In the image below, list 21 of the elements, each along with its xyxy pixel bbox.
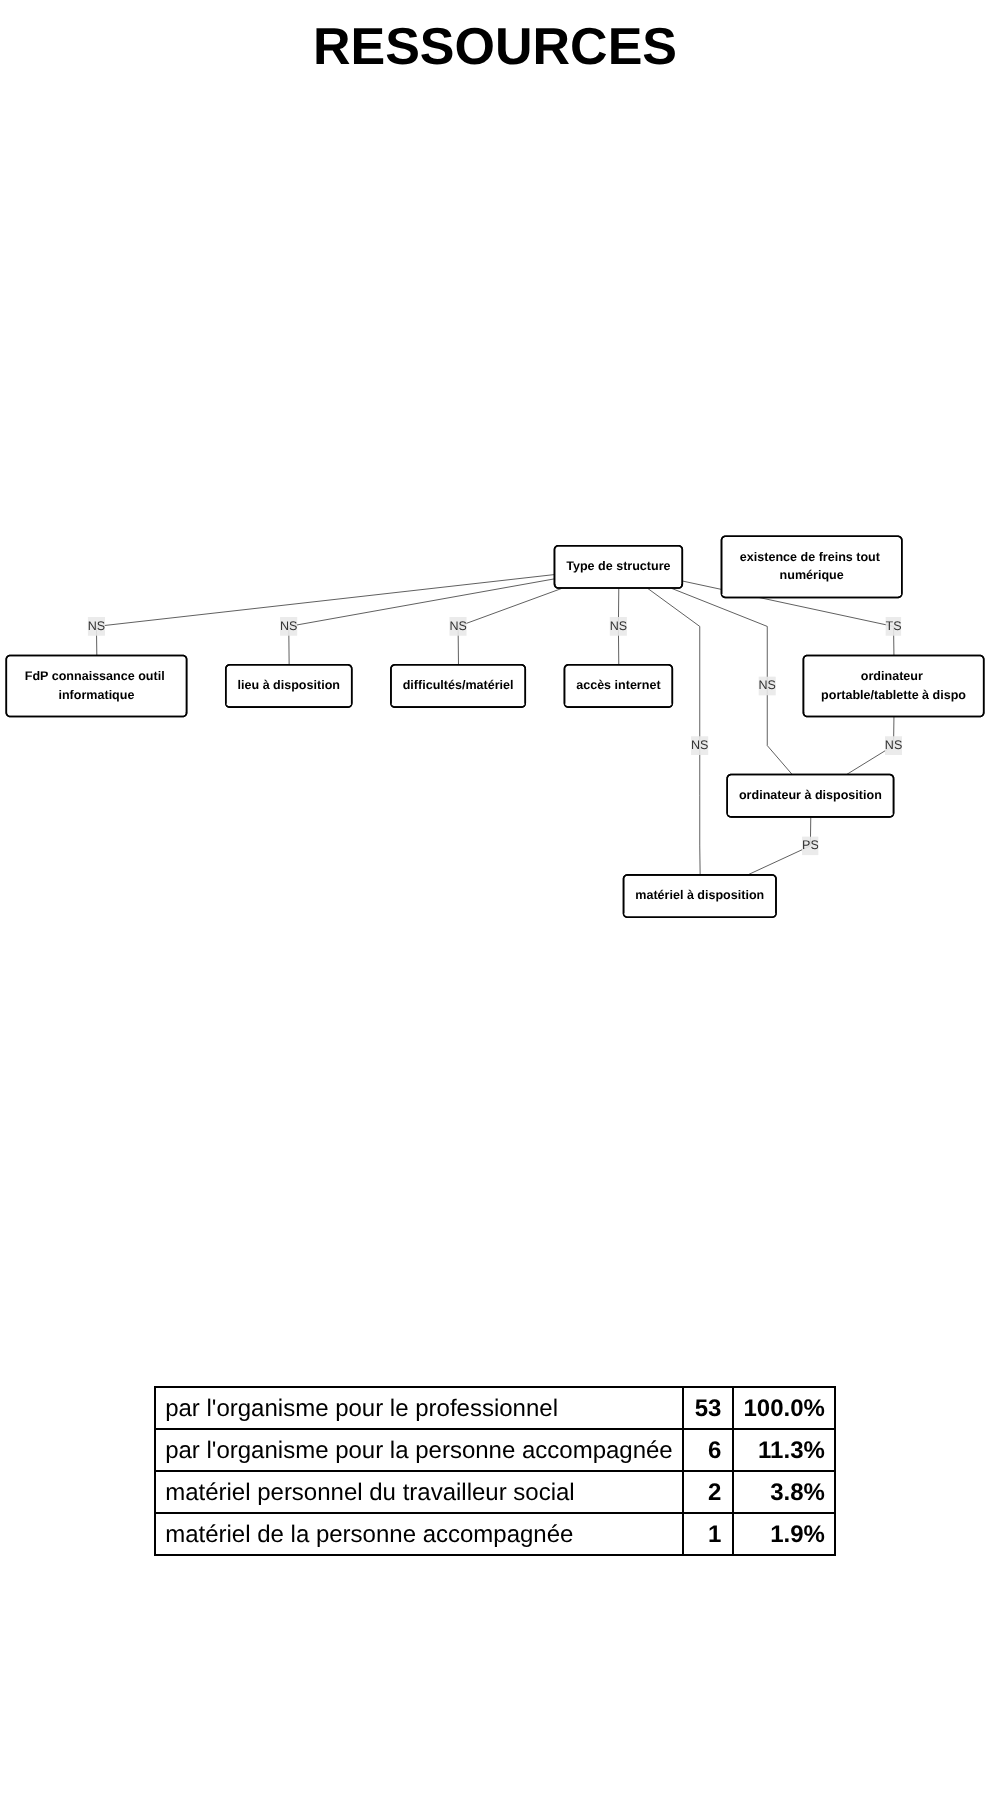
connector	[845, 715, 895, 775]
table-cell: 1.9%	[732, 1513, 836, 1555]
table-cell: 3.8%	[732, 1471, 836, 1513]
connector	[746, 816, 812, 875]
connector	[618, 587, 620, 665]
table-cell: matériel de la personne accompagnée	[154, 1513, 684, 1555]
table-cell: 11.3%	[732, 1429, 836, 1471]
connector	[671, 587, 793, 775]
connector	[288, 577, 556, 665]
table-cell: par l'organisme pour la personne accompagnée	[154, 1429, 684, 1471]
table-cell: 100.0%	[732, 1387, 836, 1429]
table-cell: matériel personnel du travailleur social	[154, 1471, 684, 1513]
connector	[647, 587, 701, 875]
table-cell: 53	[683, 1387, 733, 1429]
connector	[96, 573, 556, 656]
connector	[457, 587, 563, 665]
table-cell: 6	[683, 1429, 733, 1471]
table-cell: 2	[683, 1471, 733, 1513]
diagram-title: RESSOURCES	[310, 16, 680, 78]
table-cell: 1	[683, 1513, 733, 1555]
table-cell: par l'organisme pour le professionnel	[154, 1387, 684, 1429]
